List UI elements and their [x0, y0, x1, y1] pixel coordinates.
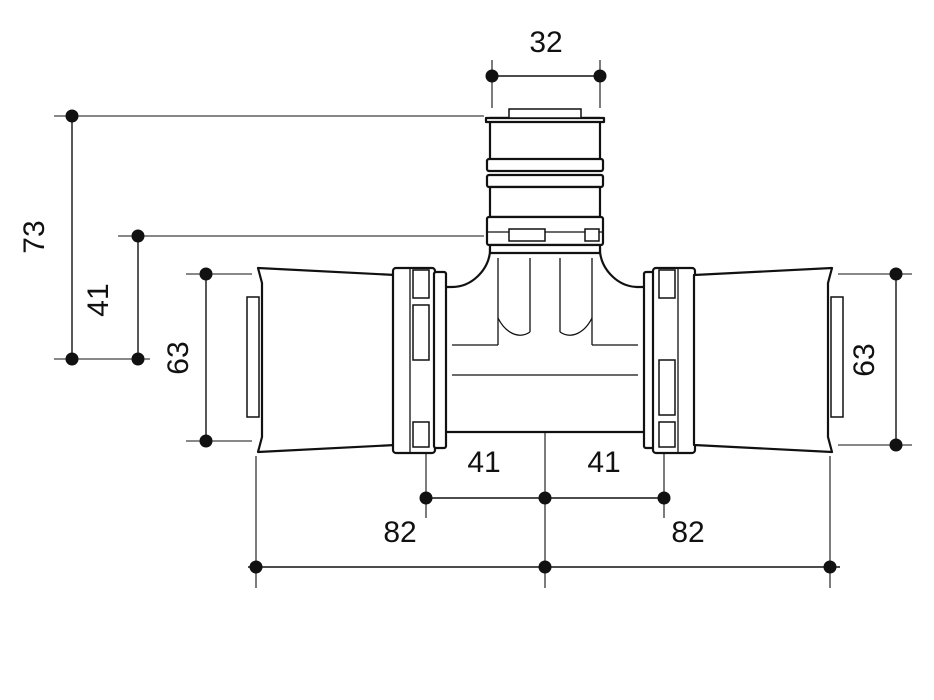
- branch-sleeve: [488, 116, 602, 165]
- left-press-sleeve: [256, 266, 397, 454]
- tee-fitting: [246, 108, 844, 455]
- branch-pipe-stub: [508, 108, 582, 119]
- dim-label-left-diameter: 63: [162, 341, 195, 374]
- dim-label-right-length: 82: [671, 516, 704, 549]
- dim-label-branch-width: 32: [529, 26, 562, 59]
- dimension-labels: 32 73 41 63 63 41 41 82 82: [18, 26, 881, 549]
- left-ring: [432, 270, 448, 450]
- dim-label-right-diameter: 63: [848, 343, 881, 376]
- right-pipe-stub: [830, 296, 844, 418]
- dim-label-left-half-insert: 41: [467, 446, 500, 479]
- tee-body: [438, 246, 652, 434]
- left-pipe-stub: [246, 296, 260, 418]
- dim-label-right-half-insert: 41: [587, 446, 620, 479]
- dim-label-total-height: 73: [18, 220, 51, 253]
- branch-ring-2: [485, 173, 605, 189]
- dim-label-center-height: 41: [82, 283, 115, 316]
- right-press-sleeve: [692, 266, 834, 454]
- branch-ring-1: [485, 157, 605, 173]
- dim-label-left-length: 82: [383, 516, 416, 549]
- branch-sleeve-lower: [488, 185, 602, 219]
- dimension-endpoints: [65, 69, 903, 574]
